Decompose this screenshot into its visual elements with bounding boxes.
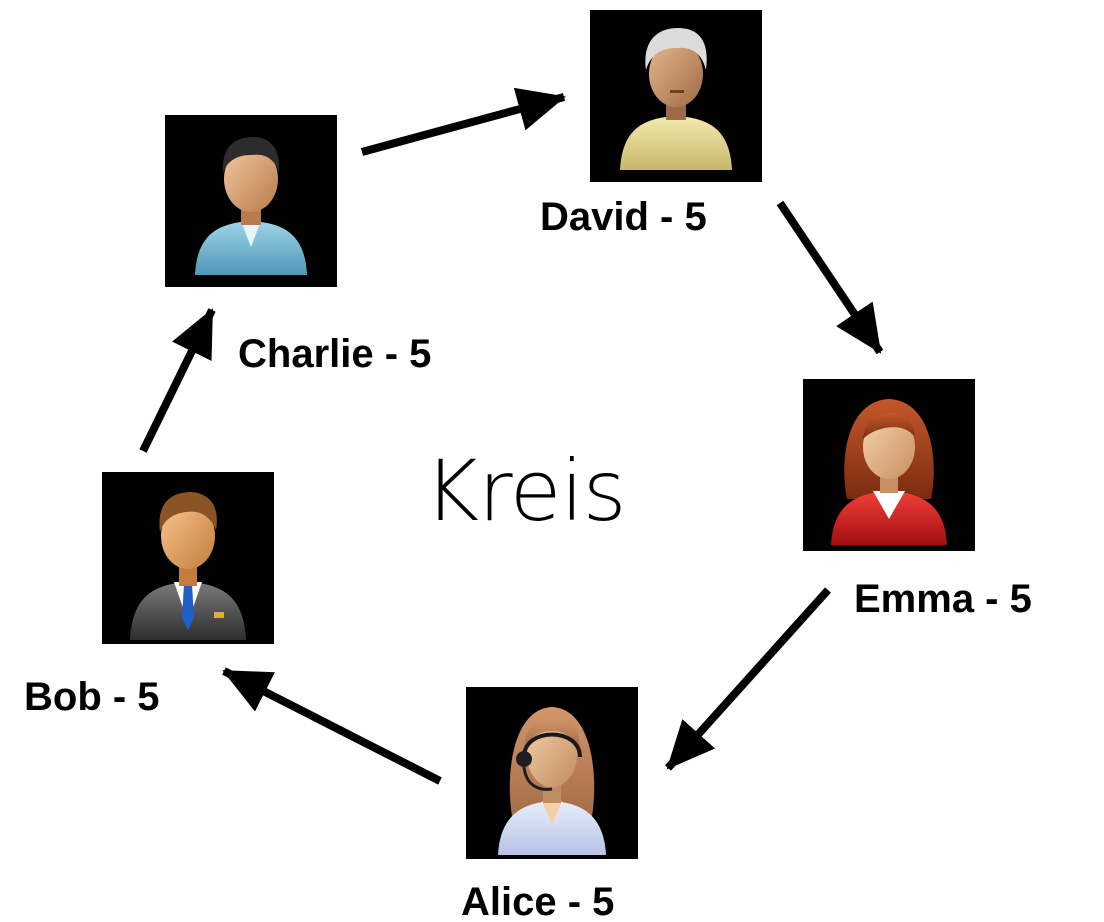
node-bob xyxy=(102,472,274,644)
node-david xyxy=(590,10,762,182)
arrow-charlie-to-david xyxy=(360,87,566,156)
arrow-david-to-emma xyxy=(776,200,884,355)
diagram-title: Kreis xyxy=(424,442,627,540)
arrow-emma-to-alice xyxy=(665,587,831,771)
arrow-bob-to-charlie xyxy=(139,308,216,453)
node-label-david: David - 5 xyxy=(540,195,707,239)
node-alice xyxy=(466,687,638,859)
male-user-light-blue-shirt-icon xyxy=(195,137,307,275)
female-user-red-blouse-icon xyxy=(831,399,947,545)
node-label-bob: Bob - 5 xyxy=(24,675,160,719)
node-label-emma: Emma - 5 xyxy=(854,577,1032,621)
node-emma xyxy=(803,379,975,551)
arrow-alice-to-bob xyxy=(222,667,442,785)
node-label-alice: Alice - 5 xyxy=(461,880,615,922)
node-label-charlie: Charlie - 5 xyxy=(238,332,432,376)
male-user-business-suit-icon xyxy=(130,492,246,640)
node-charlie xyxy=(165,115,337,287)
elder-male-user-icon xyxy=(620,28,732,170)
female-operator-headset-icon xyxy=(498,707,606,855)
